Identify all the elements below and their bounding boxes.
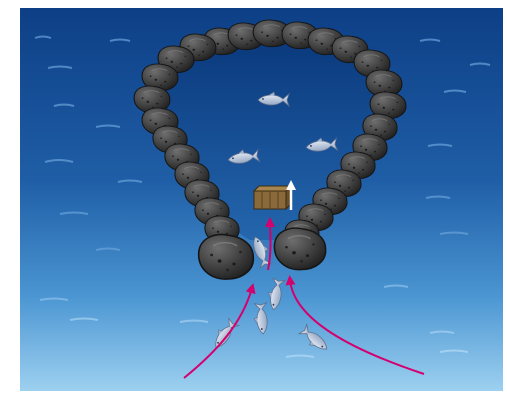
rock-icon xyxy=(273,227,327,271)
curved-arrow-icon xyxy=(285,275,425,375)
up-arrow-icon xyxy=(286,180,296,210)
trap-box-icon xyxy=(252,184,293,211)
curved-arrow-icon xyxy=(183,283,256,379)
rock-icon xyxy=(197,233,255,280)
curved-arrow-icon xyxy=(265,217,276,271)
left-margin xyxy=(0,0,20,393)
wave-highlights xyxy=(34,35,491,358)
